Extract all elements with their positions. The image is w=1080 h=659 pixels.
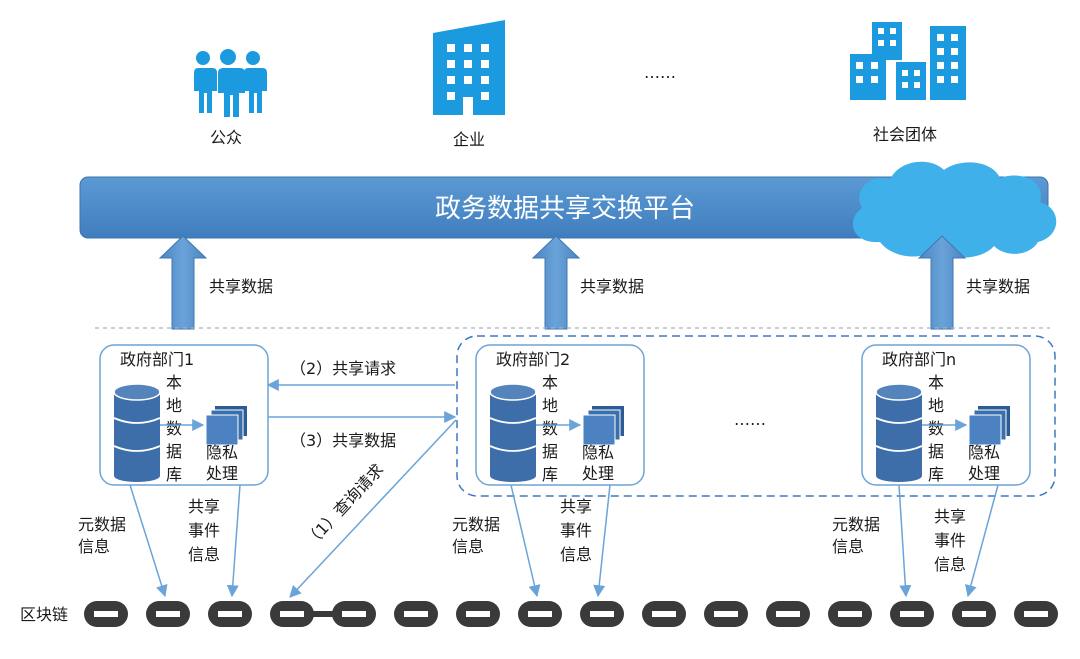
metadata-label: 信息	[832, 537, 864, 556]
chain-link	[208, 601, 252, 627]
blockchain-chain	[84, 601, 1058, 627]
cloud-icon	[852, 161, 1057, 258]
department-box-1: 政府部门1 本 地 数 据 库 隐私 处理	[99, 344, 269, 486]
database-label-char: 本	[166, 373, 182, 392]
database-icon-1	[113, 383, 161, 482]
database-label-char: 数	[166, 419, 182, 438]
privacy-label: 隐私	[968, 443, 1000, 462]
privacy-label: 处理	[206, 464, 238, 483]
privacy-label: 隐私	[582, 443, 614, 462]
chain-link	[518, 601, 562, 627]
metadata-arrow-2	[510, 484, 541, 598]
metadata-label: 元数据	[452, 515, 500, 534]
chain-link	[890, 601, 934, 627]
event-label: 信息	[188, 545, 220, 564]
privacy-label: 处理	[582, 464, 614, 483]
chain-connector	[310, 611, 336, 617]
query-request-label: （1）查询请求	[301, 460, 387, 551]
chain-link	[828, 601, 872, 627]
event-arrow-1	[226, 484, 241, 598]
department-group-boundary	[456, 335, 1056, 497]
chain-link	[580, 601, 624, 627]
chain-link	[952, 601, 996, 627]
database-label-char: 据	[542, 442, 558, 461]
database-label-char: 数	[542, 419, 558, 438]
event-label: 共享	[934, 507, 966, 526]
public-icon	[193, 49, 267, 117]
platform-title: 政务数据共享交换平台	[435, 194, 695, 224]
database-icon-n	[875, 383, 923, 482]
database-label-char: 本	[542, 373, 558, 392]
event-arrow-n	[965, 484, 999, 598]
event-label: 信息	[560, 545, 592, 564]
share-data-response-label: （3）共享数据	[290, 431, 396, 450]
chain-link	[84, 601, 128, 627]
privacy-cube-icon-n	[968, 406, 1010, 446]
event-label: 信息	[934, 555, 966, 574]
event-label: 事件	[934, 531, 966, 550]
enterprise-building-icon	[433, 20, 505, 115]
event-label: 事件	[188, 521, 220, 540]
database-label-char: 地	[542, 396, 558, 415]
chain-link	[1014, 601, 1058, 627]
department-box-2: 政府部门2 本 地 数 据 库 隐私 处理	[475, 344, 645, 486]
database-label-char: 库	[928, 465, 944, 484]
chain-link	[270, 601, 314, 627]
share-data-label-1: 共享数据	[209, 277, 273, 296]
department-title-1: 政府部门1	[120, 350, 194, 369]
share-data-arrow-3	[917, 235, 967, 330]
chain-link	[146, 601, 190, 627]
department-title-2: 政府部门2	[496, 350, 570, 369]
social-group-label: 社会团体	[873, 125, 937, 144]
privacy-cube-icon-2	[582, 406, 624, 446]
event-arrow-2	[593, 484, 611, 598]
metadata-label: 信息	[78, 537, 110, 556]
enterprise-label: 企业	[453, 130, 485, 149]
public-label: 公众	[210, 128, 242, 147]
share-data-arrow-2	[531, 235, 581, 330]
share-request-label: （2）共享请求	[290, 359, 396, 378]
metadata-arrow-n	[898, 484, 912, 598]
metadata-label: 元数据	[78, 515, 126, 534]
database-label-char: 数	[928, 419, 944, 438]
database-label-char: 库	[166, 465, 182, 484]
blockchain-label: 区块链	[20, 605, 68, 624]
database-label-char: 本	[928, 373, 944, 392]
privacy-label: 处理	[968, 464, 1000, 483]
department-box-n: 政府部门n 本 地 数 据 库 隐私 处理	[861, 344, 1031, 486]
database-label-char: 库	[542, 465, 558, 484]
chain-link	[394, 601, 438, 627]
share-data-label-2: 共享数据	[580, 277, 644, 296]
query-request-arrow	[289, 419, 457, 598]
event-label: 事件	[560, 521, 592, 540]
metadata-label: 元数据	[832, 515, 880, 534]
database-label-char: 地	[166, 396, 182, 415]
privacy-label: 隐私	[206, 443, 238, 462]
chain-link	[704, 601, 748, 627]
event-label: 共享	[188, 497, 220, 516]
event-label: 共享	[560, 497, 592, 516]
metadata-arrow-1	[129, 484, 168, 598]
metadata-label: 信息	[452, 537, 484, 556]
chain-link	[332, 601, 376, 627]
top-ellipsis: ……	[644, 63, 676, 82]
chain-link	[766, 601, 810, 627]
database-label-char: 据	[166, 442, 182, 461]
database-icon-2	[489, 383, 537, 482]
chain-link	[642, 601, 686, 627]
chain-link	[456, 601, 500, 627]
database-label-char: 地	[928, 396, 944, 415]
share-data-arrow-1	[158, 235, 208, 330]
share-data-label-3: 共享数据	[966, 277, 1030, 296]
department-title-n: 政府部门n	[882, 350, 956, 369]
middle-ellipsis: ……	[734, 410, 766, 429]
social-buildings-icon	[850, 22, 966, 100]
database-label-char: 据	[928, 442, 944, 461]
privacy-cube-icon-1	[205, 406, 247, 446]
